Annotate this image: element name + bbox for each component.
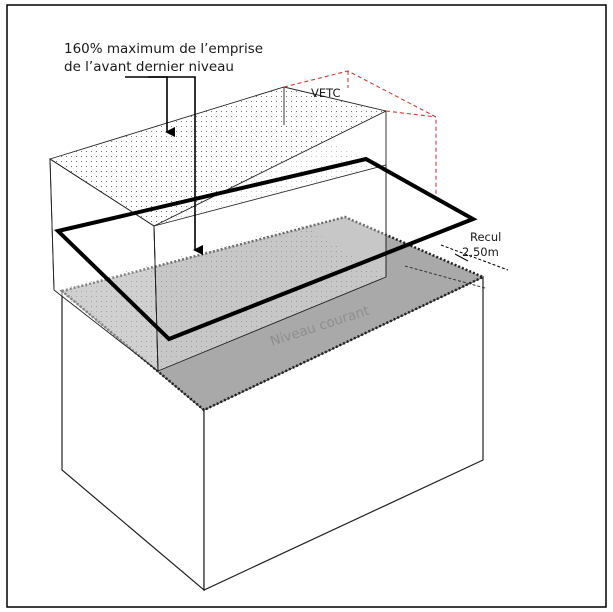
outer-border <box>6 4 607 608</box>
setback-outline <box>53 156 478 342</box>
recul-value-label: 2,50m <box>462 245 499 259</box>
emprise-leader-arrows <box>125 76 203 255</box>
vetc-label: VETC <box>311 86 341 100</box>
emprise-label-line2: de l’avant dernier niveau <box>64 59 234 75</box>
upper-box-edges <box>49 87 387 372</box>
recul-label: Recul <box>470 230 501 244</box>
vetc-dashed-volume <box>283 70 437 196</box>
recul-dimension <box>404 244 509 289</box>
emprise-label-line1: 160% maximum de l’emprise <box>64 41 263 57</box>
building-body <box>61 276 484 592</box>
